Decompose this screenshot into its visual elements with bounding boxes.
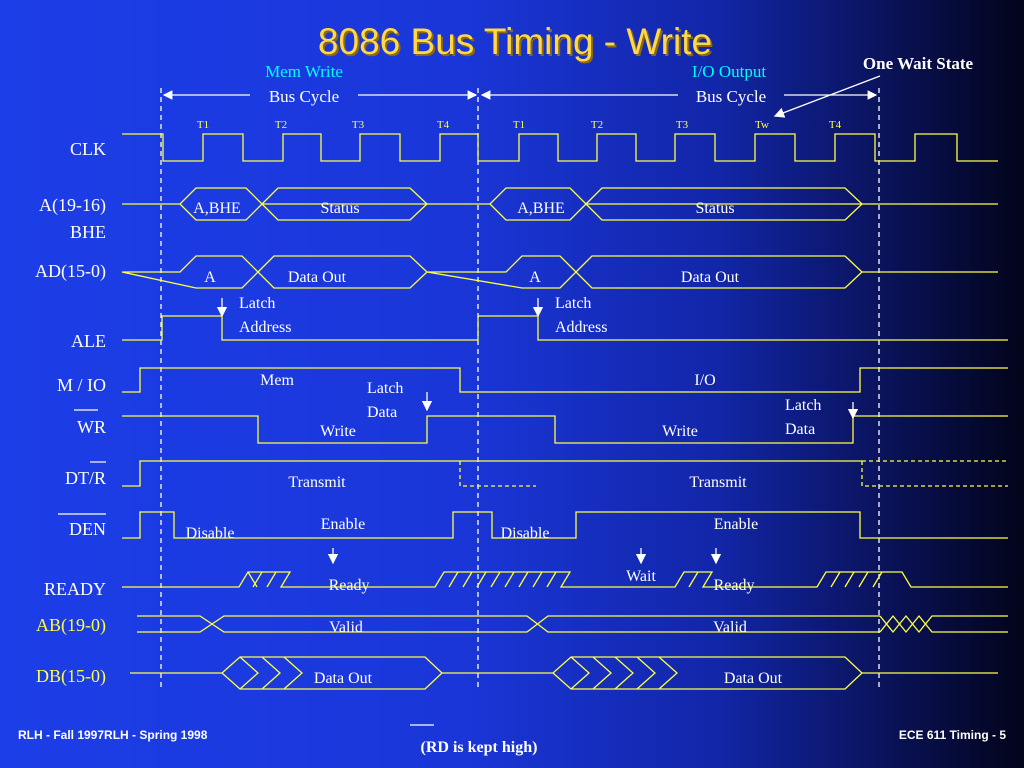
latch-data-data-2: Data (785, 421, 815, 438)
clk-waveform (122, 133, 998, 162)
signal-a19-16: A(19-16) (39, 195, 106, 216)
ad-data-out-label-1: Data Out (288, 269, 347, 286)
t-state-label: T2 (275, 119, 287, 131)
ready-label-2: Ready (714, 577, 755, 594)
db-data-out-label-1: Data Out (314, 670, 373, 687)
m-io-waveform (122, 367, 1008, 393)
den-disable-label-2: Disable (501, 525, 550, 542)
signal-den: DEN (69, 519, 106, 539)
db15-0-waveform (130, 656, 998, 690)
wr-write-label-1: Write (320, 423, 356, 440)
dt-r-transmit-label-2: Transmit (689, 474, 747, 491)
signal-wr: WR (77, 417, 106, 437)
latch-label-1: Latch (239, 295, 275, 312)
ab-valid-label-2: Valid (713, 619, 747, 636)
signal-ad15-0: AD(15-0) (35, 261, 106, 282)
ready-label-1: Ready (329, 577, 370, 594)
t-state-labels: T1 T2 T3 T4 T1 T2 T3 Tw T4 (197, 119, 842, 131)
latch-label-2: Latch (555, 295, 591, 312)
address-label-2: Address (555, 319, 607, 336)
ad15-0-waveform (121, 255, 998, 289)
t-state-label: T3 (676, 119, 689, 131)
den-disable-label-1: Disable (186, 525, 235, 542)
a19-status-label-2: Status (695, 200, 734, 217)
signal-ab19-0: AB(19-0) (36, 615, 106, 636)
ready-waveform (122, 571, 1008, 588)
signal-ale: ALE (71, 331, 106, 351)
t-state-label: T4 (829, 119, 842, 131)
footer-left: RLH - Fall 1997RLH - Spring 1998 (18, 728, 208, 742)
latch-data-data-1: Data (367, 404, 397, 421)
wait-state-arrow (773, 75, 881, 118)
wr-write-label-2: Write (662, 423, 698, 440)
a19-abhe-label-1: A,BHE (193, 200, 241, 217)
page-title: 8086 Bus Timing - Write (318, 21, 712, 62)
den-enable-label-2: Enable (714, 516, 758, 533)
m-io-io-label: I/O (694, 372, 715, 389)
ad-data-out-label-2: Data Out (681, 269, 740, 286)
a19-16-waveform (122, 187, 998, 221)
t-state-label: Tw (755, 119, 769, 131)
one-wait-state-label: One Wait State (863, 54, 974, 73)
signal-ready: READY (44, 579, 106, 599)
db-data-out-label-2: Data Out (724, 670, 783, 687)
dt-r-waveform (122, 460, 1008, 487)
page-title-shadow: 8086 Bus Timing - Write (320, 23, 714, 64)
io-output-label: I/O Output (692, 62, 766, 81)
footer-right: ECE 611 Timing - 5 (899, 728, 1006, 742)
a19-status-label-1: Status (320, 200, 359, 217)
ad-a-label-2: A (529, 269, 541, 286)
t-state-label: T4 (437, 119, 450, 131)
t-state-label: T1 (197, 119, 209, 131)
signal-dt-r: DT/R (65, 468, 106, 488)
t-state-label: T2 (591, 119, 603, 131)
den-enable-label-1: Enable (321, 516, 365, 533)
den-waveform (122, 511, 1008, 539)
io-bus-cycle-label: Bus Cycle (696, 87, 766, 106)
latch-data-latch-1: Latch (367, 380, 403, 397)
footer-rd-note: (RD is kept high) (421, 739, 538, 756)
signal-db15-0: DB(15-0) (36, 666, 106, 687)
signal-clk: CLK (70, 139, 106, 159)
a19-abhe-label-2: A,BHE (517, 200, 565, 217)
ab19-0-waveform (137, 614, 1008, 634)
latch-data-latch-2: Latch (785, 397, 821, 414)
mem-bus-cycle-label: Bus Cycle (269, 87, 339, 106)
mem-write-label: Mem Write (265, 62, 343, 81)
signal-m-io: M / IO (57, 375, 106, 395)
wait-label: Wait (626, 568, 656, 585)
dt-r-transmit-label-1: Transmit (288, 474, 346, 491)
wr-waveform (122, 415, 1008, 444)
m-io-mem-label: Mem (260, 372, 294, 389)
t-state-label: T1 (513, 119, 525, 131)
address-label-1: Address (239, 319, 291, 336)
ale-waveform (122, 315, 1008, 341)
t-state-label: T3 (352, 119, 365, 131)
ad-a-label-1: A (204, 269, 216, 286)
signal-bhe: BHE (70, 222, 106, 242)
ab-valid-label-1: Valid (329, 619, 363, 636)
